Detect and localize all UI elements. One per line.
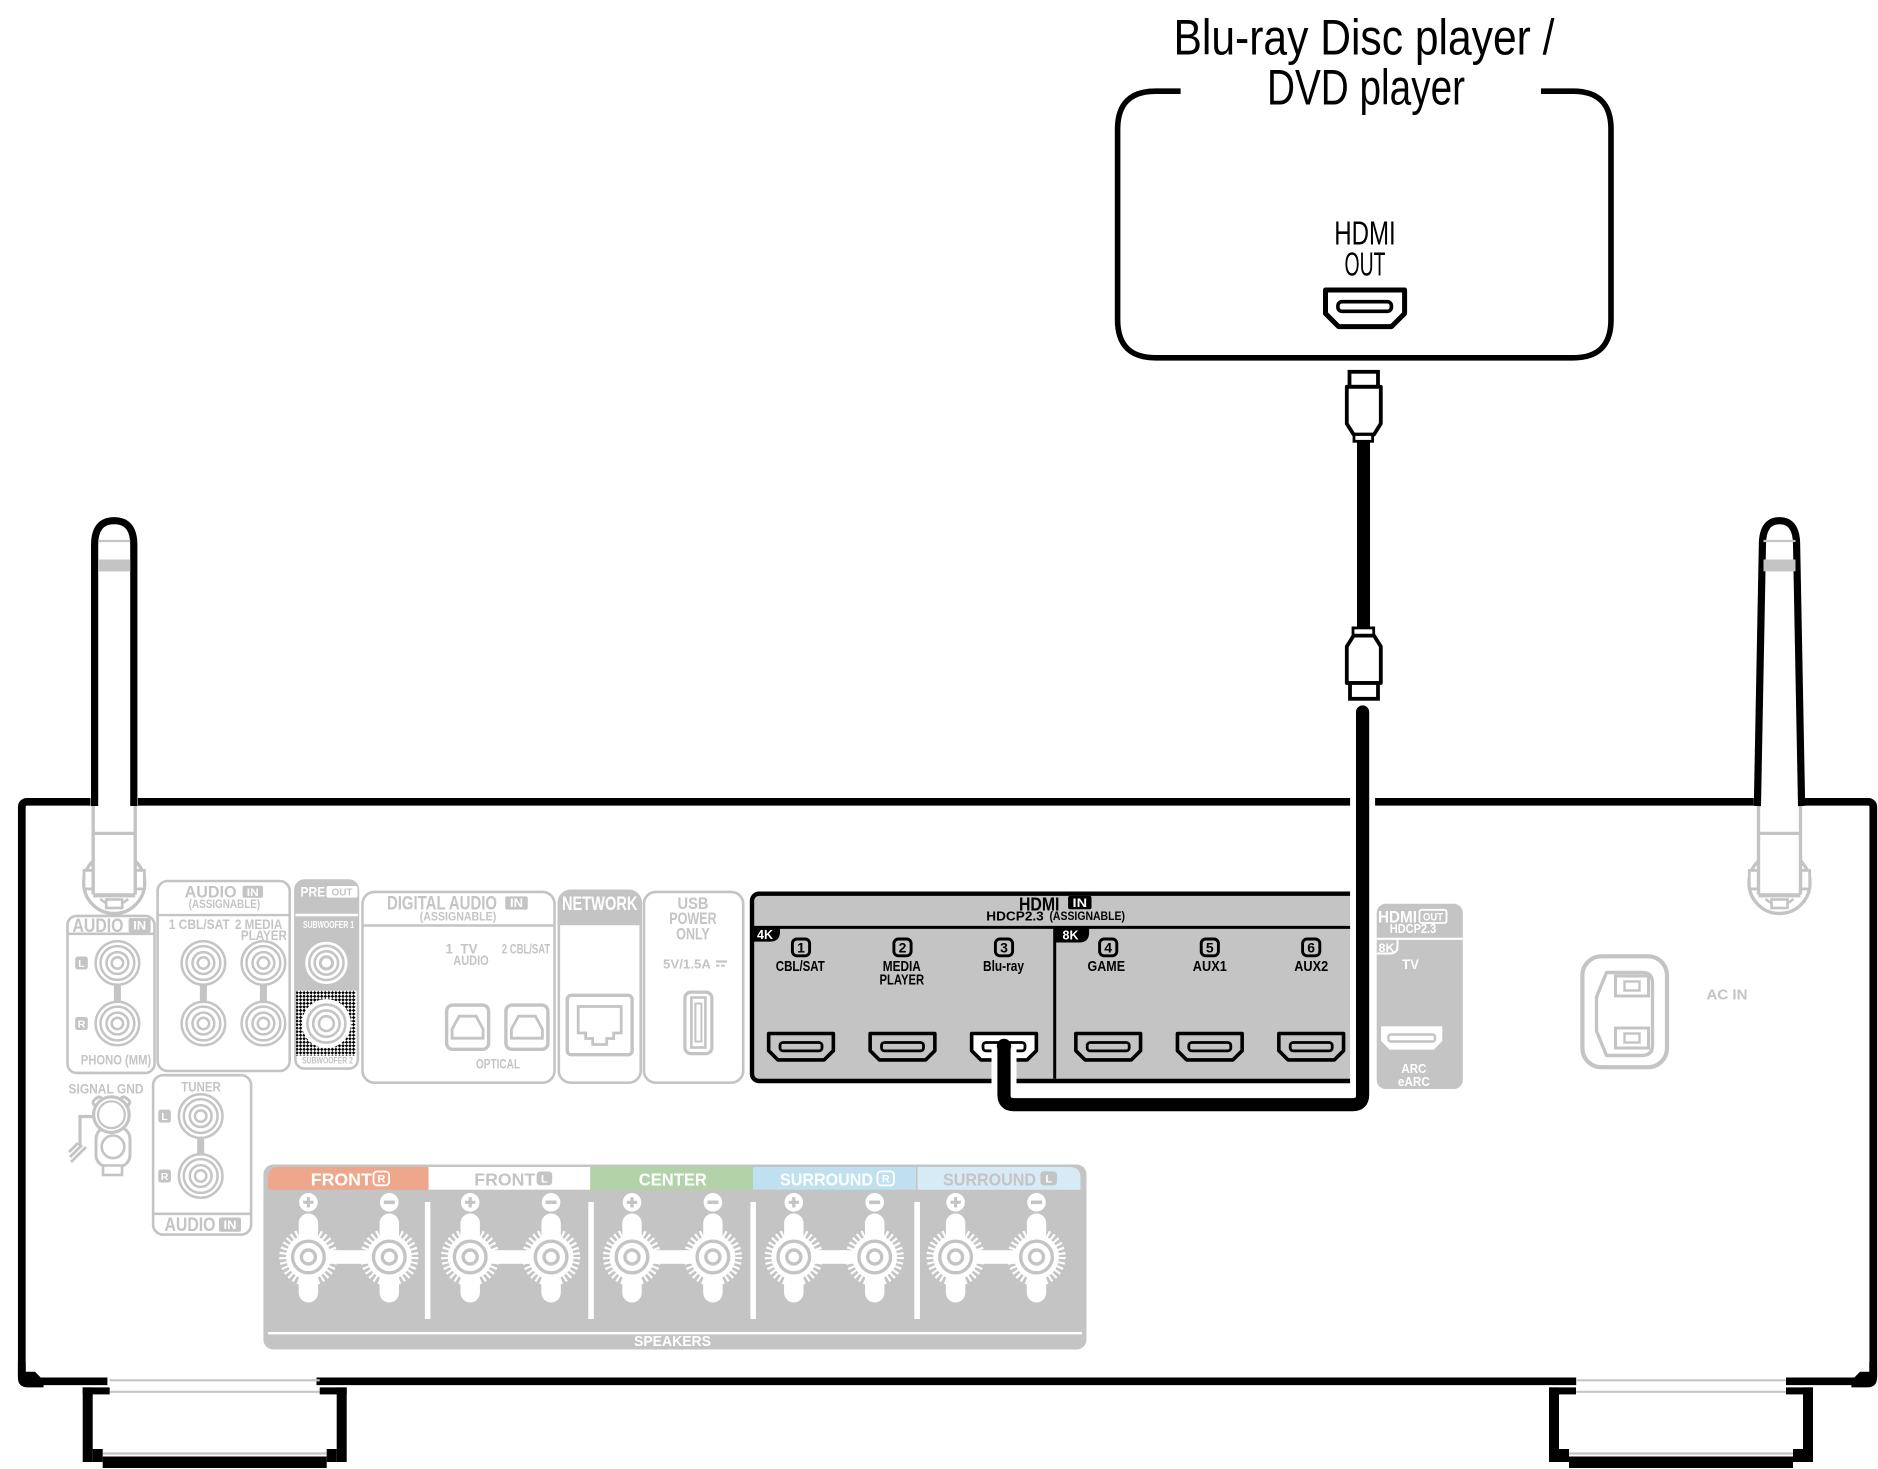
svg-text:IN: IN	[510, 898, 523, 910]
svg-text:HDCP2.3: HDCP2.3	[1390, 921, 1437, 936]
svg-text:eARC: eARC	[1398, 1075, 1430, 1089]
svg-text:SIGNAL GND: SIGNAL GND	[69, 1081, 144, 1096]
svg-text:OUT: OUT	[1423, 911, 1443, 923]
svg-text:R: R	[377, 1173, 385, 1185]
svg-text:PLAYER: PLAYER	[241, 927, 287, 943]
svg-text:PHONO (MM): PHONO (MM)	[81, 1053, 152, 1068]
svg-text:OUT: OUT	[1345, 246, 1386, 283]
svg-text:4: 4	[1104, 940, 1112, 956]
svg-text:PRE: PRE	[301, 884, 326, 900]
svg-text:AUX2: AUX2	[1294, 958, 1328, 975]
svg-text:OPTICAL: OPTICAL	[476, 1057, 520, 1072]
svg-text:8K: 8K	[1063, 929, 1079, 943]
svg-text:6: 6	[1307, 940, 1315, 956]
svg-text:IN: IN	[224, 1218, 237, 1232]
svg-text:IN: IN	[1073, 896, 1088, 910]
svg-text:MEDIA: MEDIA	[883, 958, 921, 975]
svg-text:DIGITAL AUDIO: DIGITAL AUDIO	[387, 894, 497, 915]
svg-text:SUBWOOFER 2: SUBWOOFER 2	[302, 1056, 353, 1067]
svg-text:(ASSIGNABLE): (ASSIGNABLE)	[1049, 911, 1125, 923]
svg-text:HDMI: HDMI	[1019, 894, 1060, 915]
svg-text:L: L	[78, 958, 85, 970]
svg-text:FRONT: FRONT	[311, 1169, 372, 1189]
svg-text:AUDIO: AUDIO	[453, 953, 489, 968]
svg-text:(ASSIGNABLE): (ASSIGNABLE)	[420, 910, 497, 924]
svg-text:AUX1: AUX1	[1193, 958, 1227, 975]
svg-text:HDMI: HDMI	[1334, 215, 1396, 252]
svg-text:(ASSIGNABLE): (ASSIGNABLE)	[189, 897, 261, 911]
svg-text:1: 1	[797, 940, 805, 956]
svg-text:SURROUND: SURROUND	[780, 1169, 873, 1189]
svg-text:5V/1.5A: 5V/1.5A	[663, 956, 712, 971]
svg-text:NETWORK: NETWORK	[562, 894, 638, 915]
svg-text:HDMI: HDMI	[1378, 908, 1417, 926]
svg-text:R: R	[882, 1173, 890, 1185]
svg-text:AUDIO: AUDIO	[165, 1215, 216, 1236]
svg-text:SURROUND: SURROUND	[943, 1169, 1036, 1189]
svg-text:POWER: POWER	[669, 909, 717, 928]
svg-text:OUT: OUT	[332, 887, 354, 899]
svg-text:DVD player: DVD player	[1267, 60, 1465, 116]
svg-text:AC IN: AC IN	[1707, 988, 1748, 1004]
svg-text:IN: IN	[247, 887, 259, 899]
svg-text:R: R	[78, 1018, 86, 1030]
svg-text:3: 3	[1000, 940, 1008, 956]
svg-text:AUDIO: AUDIO	[185, 883, 237, 901]
svg-text:Blu-ray: Blu-ray	[983, 958, 1025, 975]
svg-text:L: L	[1045, 1173, 1052, 1185]
svg-text:USB: USB	[678, 894, 709, 913]
svg-text:PLAYER: PLAYER	[880, 971, 925, 988]
svg-text:2 MEDIA: 2 MEDIA	[235, 916, 283, 932]
svg-text:TV: TV	[1402, 957, 1419, 972]
svg-text:FRONT: FRONT	[474, 1169, 535, 1189]
svg-text:SPEAKERS: SPEAKERS	[634, 1334, 711, 1350]
svg-text:Blu-ray Disc player /: Blu-ray Disc player /	[1174, 10, 1555, 66]
svg-text:ARC: ARC	[1401, 1062, 1426, 1076]
svg-text:2: 2	[899, 940, 907, 956]
svg-text:AUDIO: AUDIO	[73, 916, 124, 937]
svg-text:CENTER: CENTER	[639, 1169, 707, 1189]
svg-text:HDCP2.3: HDCP2.3	[986, 908, 1044, 923]
svg-text:1 CBL/SAT: 1 CBL/SAT	[169, 916, 230, 932]
svg-text:GAME: GAME	[1088, 958, 1126, 975]
svg-text:TUNER: TUNER	[181, 1080, 221, 1095]
svg-text:L: L	[541, 1173, 548, 1185]
svg-text:4K: 4K	[757, 928, 773, 942]
svg-text:R: R	[161, 1171, 169, 1183]
svg-text:8K: 8K	[1379, 943, 1396, 955]
svg-text:L: L	[161, 1111, 168, 1123]
svg-text:SUBWOOFER 1: SUBWOOFER 1	[303, 919, 354, 931]
svg-text:5: 5	[1206, 940, 1214, 956]
svg-text:ONLY: ONLY	[676, 924, 710, 943]
svg-text:CBL/SAT: CBL/SAT	[776, 958, 825, 975]
svg-text:1 TV: 1 TV	[446, 941, 478, 956]
svg-text:IN: IN	[133, 919, 146, 933]
svg-text:2 CBL/SAT: 2 CBL/SAT	[502, 941, 551, 956]
